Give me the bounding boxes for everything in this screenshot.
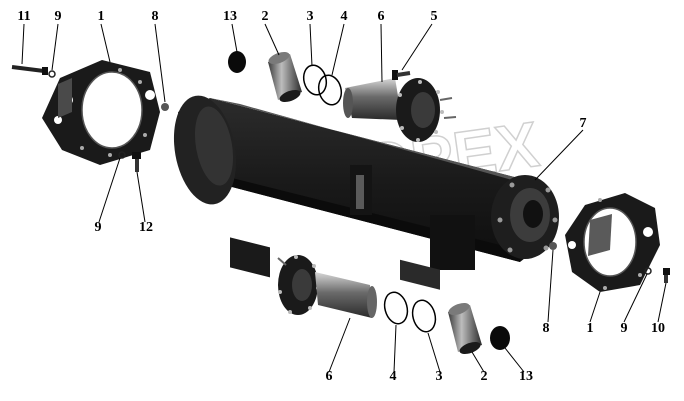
callout-9-mid-left: 9 <box>94 220 102 235</box>
callout-9-top-left: 9 <box>54 9 62 24</box>
callout-8-top: 8 <box>151 9 159 24</box>
ring-3-bottom <box>411 299 437 333</box>
ring-4-top <box>317 74 343 106</box>
callout-8-bottom-right: 8 <box>542 321 550 336</box>
callout-1-top-left: 1 <box>97 9 105 24</box>
callout-13-bottom: 13 <box>519 369 533 384</box>
seal-cap-13-bottom <box>490 326 510 350</box>
callout-3-top: 3 <box>306 9 314 24</box>
ring-3-top <box>302 64 328 96</box>
bracket-bottom-right <box>565 193 660 292</box>
callout-9-bottom-right: 9 <box>620 321 628 336</box>
bolt-5 <box>392 70 411 80</box>
bolt-11 <box>11 65 48 75</box>
callout-1-bottom-right: 1 <box>586 321 594 336</box>
sleeve-2-top <box>268 51 302 103</box>
nut-8-bottom <box>549 242 557 250</box>
spindle-6-bottom <box>277 255 377 318</box>
washer-9-mid <box>118 151 126 159</box>
callout-13-top: 13 <box>223 9 237 24</box>
callout-4-bottom: 4 <box>389 369 397 384</box>
bolt-12 <box>132 152 141 172</box>
callout-2-top: 2 <box>261 9 269 24</box>
callout-2-bottom: 2 <box>480 369 488 384</box>
ring-4-bottom <box>383 291 409 325</box>
callout-5-top: 5 <box>430 9 438 24</box>
callout-6-top: 6 <box>377 9 385 24</box>
spindle-6-top <box>343 78 457 142</box>
callout-4-top: 4 <box>340 9 348 24</box>
seal-cap-13-top <box>228 51 246 73</box>
bracket-top-left <box>42 60 160 165</box>
callout-10-bottom-right: 10 <box>651 321 665 336</box>
callout-11-top-left: 11 <box>17 9 31 24</box>
bolt-10 <box>663 268 670 283</box>
callout-6-bottom: 6 <box>325 369 333 384</box>
washer-9-bottom <box>644 267 652 275</box>
callout-3-bottom: 3 <box>435 369 443 384</box>
callout-7-right: 7 <box>579 116 587 131</box>
nut-8-top <box>161 103 169 111</box>
sleeve-2-bottom <box>448 302 482 355</box>
leader-lines <box>21 23 667 373</box>
axle-beam <box>173 95 559 290</box>
callout-12-left: 12 <box>139 220 153 235</box>
washer-9-top <box>48 70 56 78</box>
